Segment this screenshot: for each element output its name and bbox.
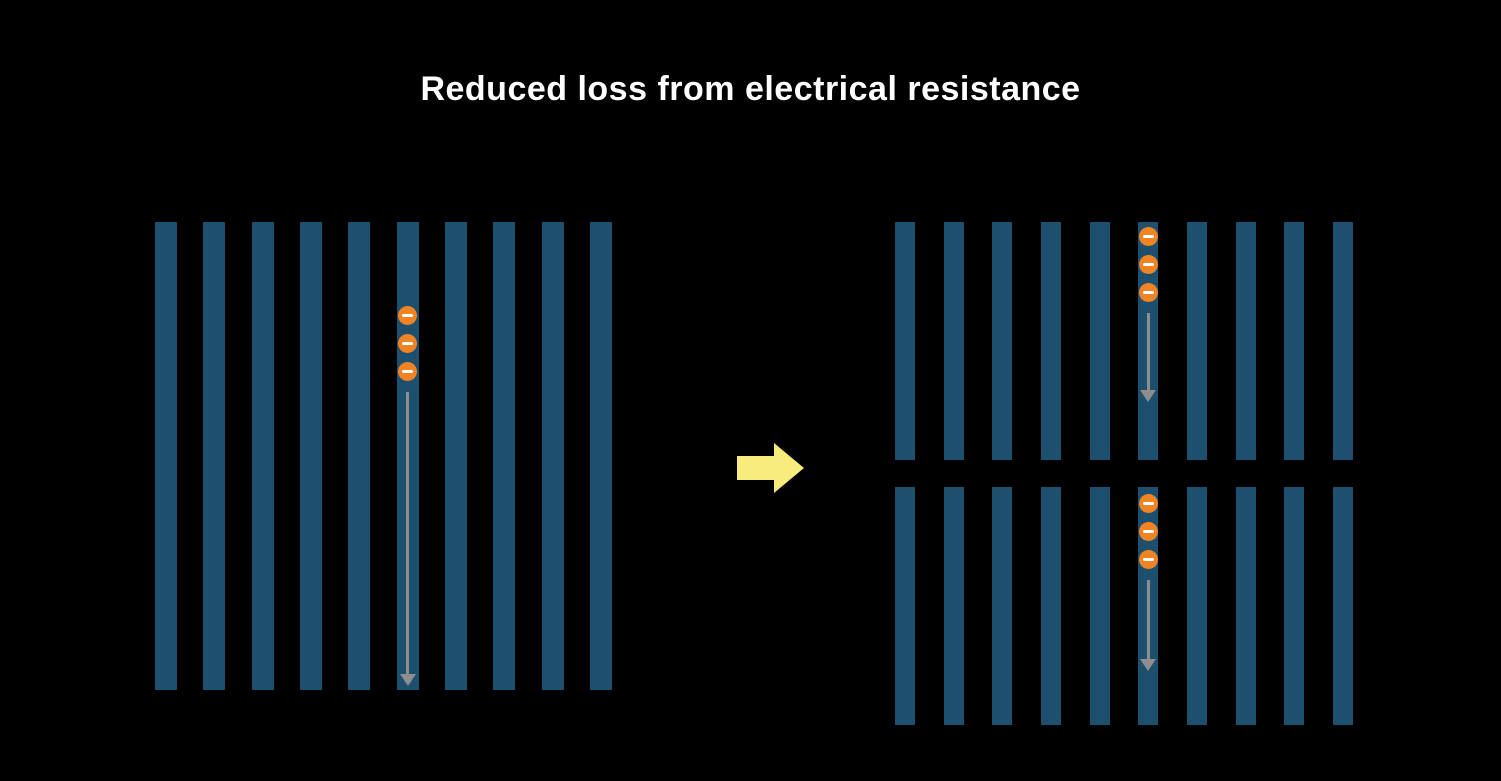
right-arrow-head [774, 443, 804, 493]
cell-bar [155, 222, 177, 690]
cell-bar [1284, 222, 1305, 460]
electron-minus-icon [1138, 550, 1158, 569]
cell-bar [251, 222, 274, 690]
cell-bar [895, 222, 915, 460]
panel-half-cell-bottom [895, 487, 1353, 725]
down-arrow-line [1146, 580, 1150, 660]
electron-minus-icon [398, 306, 418, 325]
minus-glyph [1142, 235, 1154, 238]
panel-full-cell [155, 222, 612, 690]
minus-glyph [402, 370, 414, 373]
cell-bar [1089, 487, 1110, 725]
down-arrow-head-icon [1140, 659, 1157, 671]
cell-bar [541, 222, 564, 690]
cell-bar [992, 487, 1013, 725]
minus-glyph [1142, 263, 1154, 266]
cell-bar [1041, 222, 1061, 460]
cell-bar [1041, 487, 1061, 725]
electron-minus-icon [1138, 227, 1158, 246]
electron-minus-icon [398, 334, 418, 353]
cell-bar [1187, 222, 1207, 460]
cell-bar [1187, 487, 1207, 725]
minus-glyph [1142, 502, 1154, 505]
panel-half-cell-top [895, 222, 1353, 460]
down-arrow-line [1146, 313, 1150, 391]
cell-bar [1235, 487, 1256, 725]
down-arrow-head-icon [1140, 390, 1157, 402]
cell-bar [992, 222, 1013, 460]
cell-bar [493, 222, 516, 690]
cell-bar [943, 487, 964, 725]
cell-bar [1089, 222, 1110, 460]
cell-bar [895, 487, 915, 725]
electron-minus-icon [1138, 255, 1158, 274]
right-arrow-icon [737, 443, 804, 493]
cell-bar [1235, 222, 1256, 460]
minus-glyph [1142, 558, 1154, 561]
minus-glyph [402, 342, 414, 345]
cell-bar [590, 222, 612, 690]
cell-bar [1284, 487, 1305, 725]
electron-minus-icon [1138, 283, 1158, 302]
down-arrow-head-icon [399, 674, 416, 686]
cell-bar [1333, 487, 1353, 725]
minus-glyph [1142, 291, 1154, 294]
diagram-title: Reduced loss from electrical resistance [420, 70, 1081, 108]
minus-glyph [1142, 530, 1154, 533]
cell-bar [943, 222, 964, 460]
cell-bar [203, 222, 226, 690]
minus-glyph [402, 314, 414, 317]
right-arrow-body [737, 456, 774, 480]
down-arrow-line [406, 392, 410, 675]
cell-bar [445, 222, 467, 690]
electron-minus-icon [1138, 494, 1158, 513]
electron-minus-icon [398, 362, 418, 381]
electron-minus-icon [1138, 522, 1158, 541]
cell-bar [1333, 222, 1353, 460]
cell-bar [348, 222, 371, 690]
cell-bar [300, 222, 322, 690]
